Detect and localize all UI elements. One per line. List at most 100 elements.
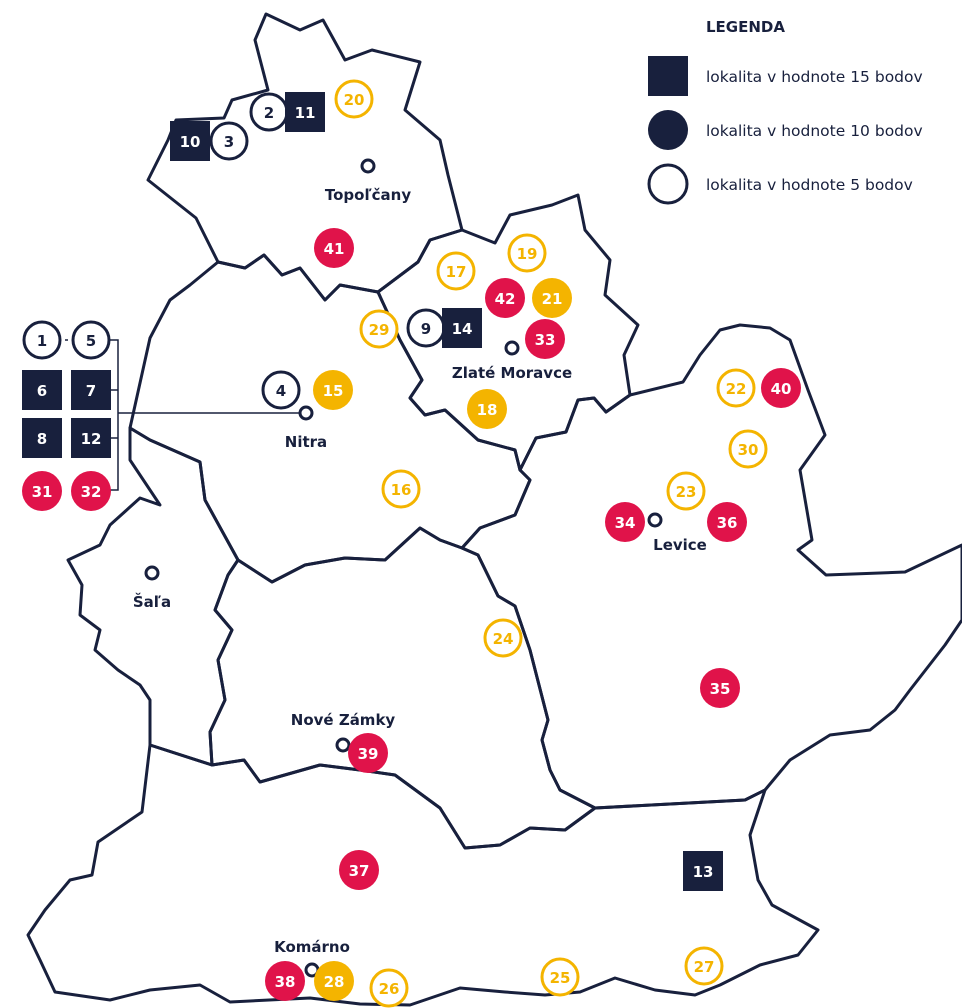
marker-35-label: 35 (710, 680, 731, 698)
marker-31-shape (22, 471, 62, 511)
city-1-dot (504, 340, 520, 356)
marker-36-shape (707, 502, 747, 542)
marker-38-shape (265, 961, 305, 1001)
marker-10: 10 (170, 121, 210, 161)
marker-3-label: 3 (224, 133, 234, 151)
marker-12: 12 (71, 418, 111, 458)
city-3-label: Levice (653, 536, 707, 554)
marker-42-shape (485, 278, 525, 318)
marker-19: 19 (507, 233, 547, 273)
marker-2: 2 (249, 92, 289, 132)
city-0-label: Topoľčany (325, 186, 411, 204)
marker-27: 27 (684, 946, 724, 986)
city-2-label: Nitra (285, 433, 327, 451)
marker-28-shape (314, 961, 354, 1001)
marker-15-shape (313, 370, 353, 410)
marker-18-label: 18 (477, 401, 498, 419)
marker-35: 35 (700, 668, 740, 708)
marker-41-shape (314, 228, 354, 268)
marker-17-shape (436, 251, 476, 291)
marker-11-label: 11 (295, 104, 316, 122)
city-1-label: Zlaté Moravce (452, 364, 572, 382)
marker-28-label: 28 (324, 973, 345, 991)
marker-5: 5 (71, 320, 111, 360)
marker-20-shape (334, 79, 374, 119)
marker-25: 25 (540, 957, 580, 997)
border-levice (460, 323, 962, 810)
marker-28: 28 (314, 961, 354, 1001)
marker-2-label: 2 (264, 104, 274, 122)
marker-20-label: 20 (344, 91, 365, 109)
marker-3: 3 (209, 121, 249, 161)
marker-35-shape (700, 668, 740, 708)
marker-23-shape (666, 471, 706, 511)
marker-33-label: 33 (535, 331, 556, 349)
marker-18: 18 (467, 389, 507, 429)
marker-32-label: 32 (81, 483, 102, 501)
marker-6-label: 6 (37, 382, 47, 400)
legend-square-swatch (648, 56, 688, 96)
city-5-label: Nové Zámky (291, 711, 396, 729)
marker-22: 22 (716, 368, 756, 408)
marker-34-shape (605, 502, 645, 542)
legend-title: LEGENDA (706, 18, 785, 36)
marker-5-shape (71, 320, 111, 360)
marker-37: 37 (339, 850, 379, 890)
marker-16-shape (381, 469, 421, 509)
marker-14: 14 (442, 308, 482, 348)
marker-21: 21 (532, 278, 572, 318)
marker-16: 16 (381, 469, 421, 509)
marker-26-label: 26 (379, 980, 400, 998)
marker-9-label: 9 (421, 320, 431, 338)
city-4-dot (144, 565, 160, 581)
marker-7-shape (71, 370, 111, 410)
marker-39-shape (348, 733, 388, 773)
marker-22-label: 22 (726, 380, 747, 398)
marker-13-shape (683, 851, 723, 891)
marker-13: 13 (683, 851, 723, 891)
district-borders (26, 12, 962, 1007)
marker-31-label: 31 (32, 483, 53, 501)
marker-15: 15 (313, 370, 353, 410)
marker-37-shape (339, 850, 379, 890)
city-3-dot (647, 512, 663, 528)
city-5-dot (335, 737, 351, 753)
marker-20: 20 (334, 79, 374, 119)
marker-8-shape (22, 418, 62, 458)
city-2-dot (298, 405, 314, 421)
marker-40: 40 (761, 368, 801, 408)
marker-6-shape (22, 370, 62, 410)
marker-34: 34 (605, 502, 645, 542)
marker-25-label: 25 (550, 969, 571, 987)
marker-18-shape (467, 389, 507, 429)
marker-7: 7 (71, 370, 111, 410)
marker-26: 26 (369, 968, 409, 1008)
legend-filled-circle-swatch (648, 110, 688, 150)
marker-14-shape (442, 308, 482, 348)
marker-39-label: 39 (358, 745, 379, 763)
marker-32-shape (71, 471, 111, 511)
legend-label-10: lokalita v hodnote 10 bodov (706, 122, 923, 140)
marker-29-shape (359, 309, 399, 349)
marker-11-shape (285, 92, 325, 132)
marker-25-shape (540, 957, 580, 997)
legend-label-15: lokalita v hodnote 15 bodov (706, 68, 923, 86)
marker-19-label: 19 (517, 245, 538, 263)
legend-label-5: lokalita v hodnote 5 bodov (706, 176, 913, 194)
marker-29: 29 (359, 309, 399, 349)
marker-40-shape (761, 368, 801, 408)
marker-23-label: 23 (676, 483, 697, 501)
marker-14-label: 14 (452, 320, 473, 338)
marker-16-label: 16 (391, 481, 412, 499)
marker-1: 1 (22, 320, 62, 360)
marker-42-label: 42 (495, 290, 516, 308)
marker-24: 24 (483, 618, 523, 658)
marker-29-label: 29 (369, 321, 390, 339)
marker-8-label: 8 (37, 430, 47, 448)
connector-lines (65, 339, 300, 491)
marker-41: 41 (314, 228, 354, 268)
marker-32: 32 (71, 471, 111, 511)
marker-31: 31 (22, 471, 62, 511)
